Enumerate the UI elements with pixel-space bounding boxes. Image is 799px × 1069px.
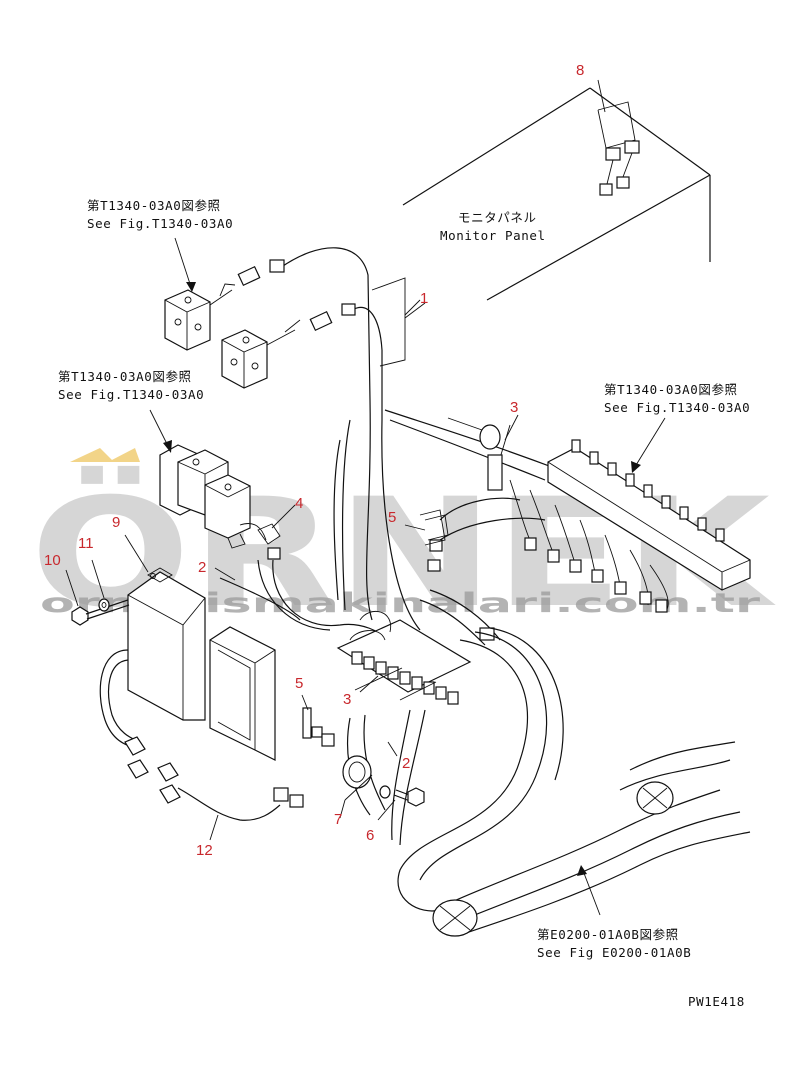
ref-mid-left-jp: 第T1340-03A0図参照 [58, 369, 192, 384]
connector-4 [239, 504, 296, 560]
bracket-5-lower [301, 694, 335, 747]
part-label-1: 1 [420, 290, 428, 307]
part-label-2-upper: 2 [198, 559, 206, 576]
part-number-labels: 1 2 2 3 3 4 5 5 6 7 8 9 10 11 12 [44, 62, 584, 859]
part-label-5-upper: 5 [388, 509, 396, 526]
part-label-3-lower: 3 [343, 691, 351, 708]
monitor-connector-group [597, 79, 640, 196]
connector-block-3-upper [384, 409, 561, 646]
ref-bottom-en: See Fig E0200-01A0B [537, 945, 691, 960]
bolt-6 [377, 787, 425, 821]
part-label-11: 11 [78, 535, 94, 552]
part-label-6: 6 [366, 827, 374, 844]
manifold-fittings [571, 439, 725, 542]
ref-top-left-en: See Fig.T1340-03A0 [87, 216, 233, 231]
arrow-ref-top-left [186, 282, 196, 292]
hose-bundle-1 [269, 247, 426, 631]
part-label-2-lower: 2 [402, 755, 410, 772]
bolt-10-washer-11 [65, 559, 130, 626]
valve-block-lower [221, 310, 333, 389]
drawing-code: PW1E418 [688, 994, 745, 1009]
leader-ref-top-left [174, 237, 193, 291]
manifold-connectors [509, 479, 669, 613]
part-label-5-lower: 5 [295, 675, 303, 692]
part-label-8: 8 [576, 62, 584, 79]
ref-right-jp: 第T1340-03A0図参照 [604, 382, 738, 397]
valve-manifold-right [509, 417, 751, 613]
controller-unit [124, 534, 206, 721]
part-label-3-upper: 3 [510, 399, 518, 416]
valve-block-upper [164, 265, 261, 351]
ref-bottom-jp: 第E0200-01A0B図参照 [537, 927, 679, 942]
hose-bundle-lower [347, 627, 751, 937]
reference-labels: 第T1340-03A0図参照 See Fig.T1340-03A0 第T1340… [58, 198, 750, 1009]
harness-12 [99, 649, 304, 841]
monitor-panel-outline [402, 87, 711, 301]
ref-top-left-jp: 第T1340-03A0図参照 [87, 198, 221, 213]
connector-block-3-center [336, 611, 472, 705]
part-label-4: 4 [295, 495, 303, 512]
bracket-5-upper [404, 514, 449, 541]
part-label-7: 7 [334, 811, 342, 828]
controller-bracket [209, 626, 276, 761]
ref-right-en: See Fig.T1340-03A0 [604, 400, 750, 415]
monitor-panel-en: Monitor Panel [440, 228, 546, 243]
part-label-10: 10 [44, 552, 61, 569]
solenoid-valve-group [149, 409, 251, 549]
monitor-panel-jp: モニタパネル [458, 210, 537, 225]
ref-mid-left-en: See Fig.T1340-03A0 [58, 387, 204, 402]
leader-lines [214, 299, 519, 757]
part-label-9: 9 [112, 514, 120, 531]
part-label-12: 12 [196, 842, 213, 859]
clamp-7 [339, 755, 391, 819]
center-connector-row [351, 651, 459, 705]
